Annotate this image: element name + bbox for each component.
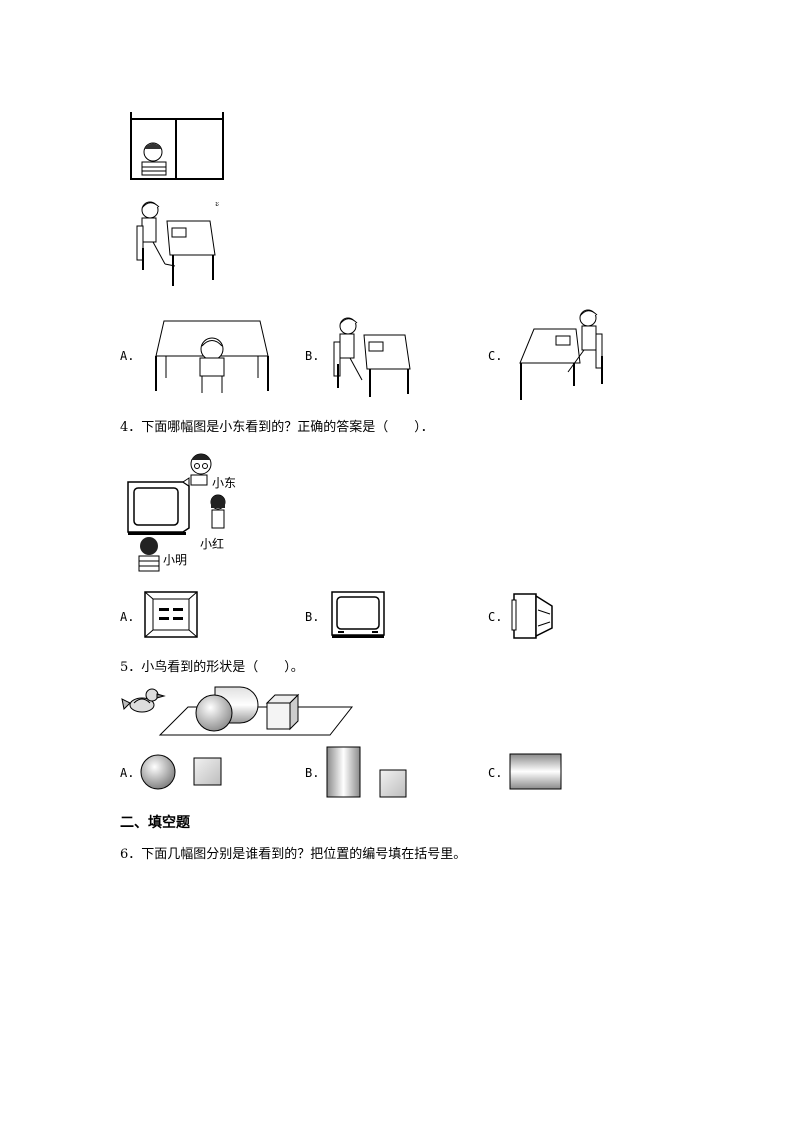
tv-side-view-figure: [511, 593, 553, 639]
q4-option-a[interactable]: A.: [120, 610, 135, 624]
tv-front-view-figure: [331, 591, 385, 638]
tall-rectangle-and-square-figure: [326, 746, 407, 798]
xiaodong-label: 小东: [212, 476, 237, 490]
circle-and-square-figure: [140, 754, 222, 790]
q5-option-b[interactable]: B.: [305, 766, 320, 780]
q4-text: 4．下面哪幅图是小东看到的？正确的答案是（ ）．: [120, 420, 434, 435]
q3-option-c[interactable]: C.: [488, 349, 503, 363]
xiaoming-label: 小明: [163, 553, 188, 567]
section-title-fill-in: 二、填空题: [120, 815, 190, 831]
wide-rectangle-figure: [509, 753, 562, 790]
q3-option-b[interactable]: B.: [305, 349, 320, 363]
girl-left-of-desk-figure: [333, 317, 411, 397]
window-with-boy-figure: [130, 112, 224, 180]
tv-top-view-figure: [144, 591, 198, 638]
xiaohong-label: 小红: [200, 537, 225, 551]
desk-back-view-figure: [155, 320, 269, 393]
q5-option-a[interactable]: A.: [120, 766, 135, 780]
svg-text:ะ: ะ: [215, 199, 219, 208]
girl-at-desk-figure: ะ: [136, 199, 219, 286]
q5-option-c[interactable]: C.: [488, 766, 503, 780]
tv-scene-figure: [127, 453, 226, 572]
bird-cylinder-cube-figure: [121, 686, 354, 736]
q6-text: 6．下面几幅图分别是谁看到的？把位置的编号填在括号里。: [120, 847, 467, 862]
girl-right-of-desk-figure: [519, 309, 603, 400]
q4-option-b[interactable]: B.: [305, 610, 320, 624]
q3-option-a[interactable]: A.: [120, 349, 135, 363]
q5-text: 5．小鸟看到的形状是（ ）。: [120, 660, 304, 675]
q4-option-c[interactable]: C.: [488, 610, 503, 624]
